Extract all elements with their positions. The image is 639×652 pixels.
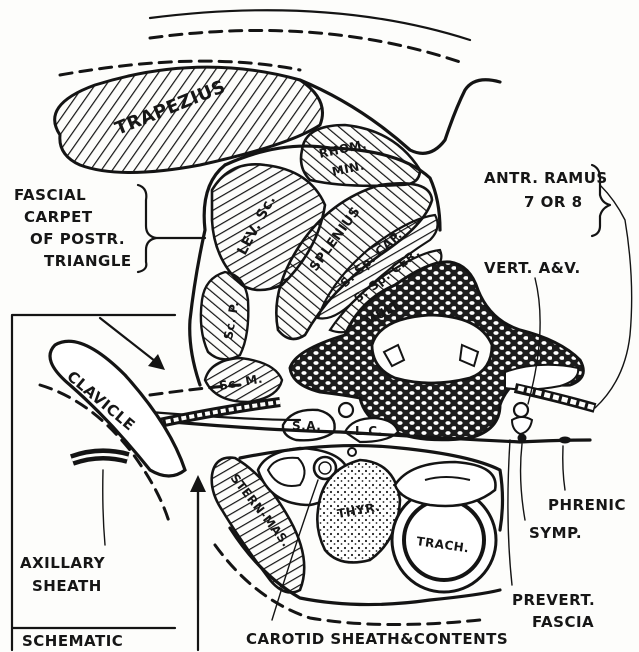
label-axillary-1: AXILLARY <box>20 554 106 572</box>
prevert-fascia-leader <box>508 440 512 585</box>
phrenic-leader <box>563 446 565 490</box>
label-sa: S.A. <box>292 419 321 433</box>
schematic-arrowhead-bottom <box>190 475 206 492</box>
label-prevert-1: PREVERT. <box>512 591 595 609</box>
label-axillary-2: SHEATH <box>32 577 102 595</box>
label-carotid: CAROTID SHEATH&CONTENTS <box>246 630 508 648</box>
superficial-fascia-dashed-top <box>150 30 460 62</box>
label-prevert-2: FASCIA <box>532 613 594 631</box>
label-fascial-carpet-2: CARPET <box>24 208 93 226</box>
schematic-arrow-top <box>100 318 160 365</box>
label-vert-av: VERT. A&V. <box>484 259 581 277</box>
label-phrenic: PHRENIC <box>548 496 626 514</box>
label-fascial-carpet-3: OF POSTR. <box>30 230 125 248</box>
skin-outline-top <box>150 10 470 40</box>
label-fascial-carpet-1: FASCIAL <box>14 186 86 204</box>
sympathetic-trunk <box>518 434 527 443</box>
label-symp: SYMP. <box>529 524 582 542</box>
carotid-artery-lumen <box>319 462 331 474</box>
axillary-sheath-leader <box>103 470 105 545</box>
label-lc: L.C. <box>355 424 383 438</box>
vertebral-vein <box>512 417 532 434</box>
trapezius-muscle <box>55 67 323 172</box>
vertebral-artery <box>514 403 528 417</box>
phrenic-nerve <box>559 437 571 444</box>
fascial-carpet-brace <box>138 185 156 272</box>
vagus-nerve <box>348 448 356 456</box>
esophagus <box>395 462 496 506</box>
label-fascial-carpet-4: TRIANGLE <box>44 252 132 270</box>
label-antr-ramus-1: ANTR. RAMUS <box>484 169 608 187</box>
label-antr-ramus-2: 7 OR 8 <box>524 193 583 211</box>
symp-leader <box>521 444 525 520</box>
subclavian-vessel <box>339 403 353 417</box>
label-schematic: SCHEMATIC <box>22 632 123 650</box>
